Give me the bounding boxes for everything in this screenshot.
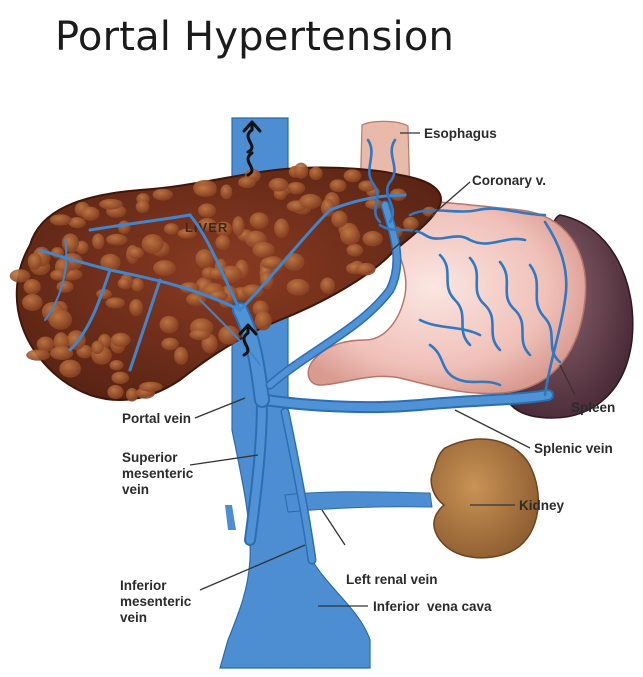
liver-nodule: [362, 231, 382, 246]
label-superior-mesenteric-line1: Superior: [122, 450, 178, 465]
label-superior-mesenteric-line3: vein: [122, 482, 149, 497]
liver-nodule: [56, 281, 73, 293]
liver-nodule: [110, 360, 124, 370]
liver-nodule: [164, 223, 179, 235]
liver-nodule: [107, 385, 123, 399]
label-inferior-vena-cava: Inferior vena cava: [373, 599, 492, 614]
liver-nodule: [250, 212, 269, 229]
liver-nodule: [50, 346, 73, 360]
liver-nodule: [59, 360, 81, 378]
liver-nodule: [106, 234, 127, 245]
liver-nodule: [118, 278, 131, 289]
liver-nodule: [344, 169, 362, 182]
liver-nodule: [153, 189, 173, 201]
liver-nodule: [139, 382, 162, 392]
label-splenic-vein: Splenic vein: [534, 441, 613, 456]
liver-nodule: [252, 242, 274, 258]
liver-nodule: [346, 244, 363, 256]
label-inferior-mesenteric-line1: Inferior: [120, 578, 167, 593]
liver-nodule: [126, 388, 138, 402]
liver-nodule: [118, 221, 131, 235]
liver-nodule: [111, 372, 129, 384]
liver-nodule: [356, 263, 375, 276]
liver-nodule: [128, 247, 144, 259]
liver-nodule: [238, 177, 256, 189]
liver-nodule: [255, 311, 272, 330]
liver-nodule: [331, 211, 347, 228]
liver-nodule: [129, 299, 143, 316]
liver-organ-label: LIVER: [185, 220, 228, 235]
liver-nodule: [215, 235, 230, 250]
liver-nodule: [99, 199, 123, 210]
liver-nodule: [142, 234, 164, 254]
liver-nodule: [232, 216, 244, 236]
liver-nodule: [274, 219, 289, 238]
liver-nodule: [320, 278, 335, 294]
liver-nodule: [92, 233, 104, 249]
label-inferior-mesenteric-line3: vein: [120, 610, 147, 625]
liver-nodule: [131, 278, 144, 292]
liver-nodule: [22, 294, 42, 311]
liver-nodule: [160, 316, 179, 334]
liver-nodule: [190, 329, 211, 340]
liver-nodule: [330, 179, 347, 192]
liver-nodule: [28, 253, 42, 270]
liver-nodule: [106, 297, 125, 308]
liver-nodule: [194, 184, 217, 197]
liver-nodule: [48, 310, 72, 330]
liver-nodule: [91, 341, 103, 354]
liver-nodule: [153, 260, 176, 276]
liver-nodule: [287, 279, 310, 296]
label-coronary-vein: Coronary v.: [472, 173, 546, 188]
liver-nodule: [174, 347, 188, 365]
label-portal-vein: Portal vein: [122, 411, 191, 426]
liver-nodule: [309, 167, 323, 180]
liver-nodule: [161, 338, 179, 351]
label-inferior-mesenteric-line2: mesenteric: [120, 594, 192, 609]
liver-nodule: [136, 200, 150, 213]
label-esophagus: Esophagus: [424, 126, 497, 141]
liver-nodule: [26, 349, 50, 360]
liver-nodule: [50, 214, 72, 225]
label-superior-mesenteric-line2: mesenteric: [122, 466, 194, 481]
liver-nodule: [198, 203, 216, 217]
liver-nodule: [111, 333, 131, 347]
label-left-renal-vein: Left renal vein: [346, 572, 438, 587]
liver-nodule: [283, 253, 304, 271]
liver-nodule: [220, 184, 232, 199]
liver-nodule: [269, 178, 289, 192]
liver-nodule: [81, 207, 99, 221]
label-spleen: Spleen: [571, 400, 615, 415]
liver-nodule: [299, 194, 321, 209]
liver-nodule: [24, 279, 41, 294]
label-kidney: Kidney: [519, 498, 565, 513]
liver-nodule: [365, 199, 383, 210]
liver-nodule: [294, 163, 308, 179]
liver-nodule: [340, 226, 360, 245]
liver-nodule: [62, 233, 79, 252]
